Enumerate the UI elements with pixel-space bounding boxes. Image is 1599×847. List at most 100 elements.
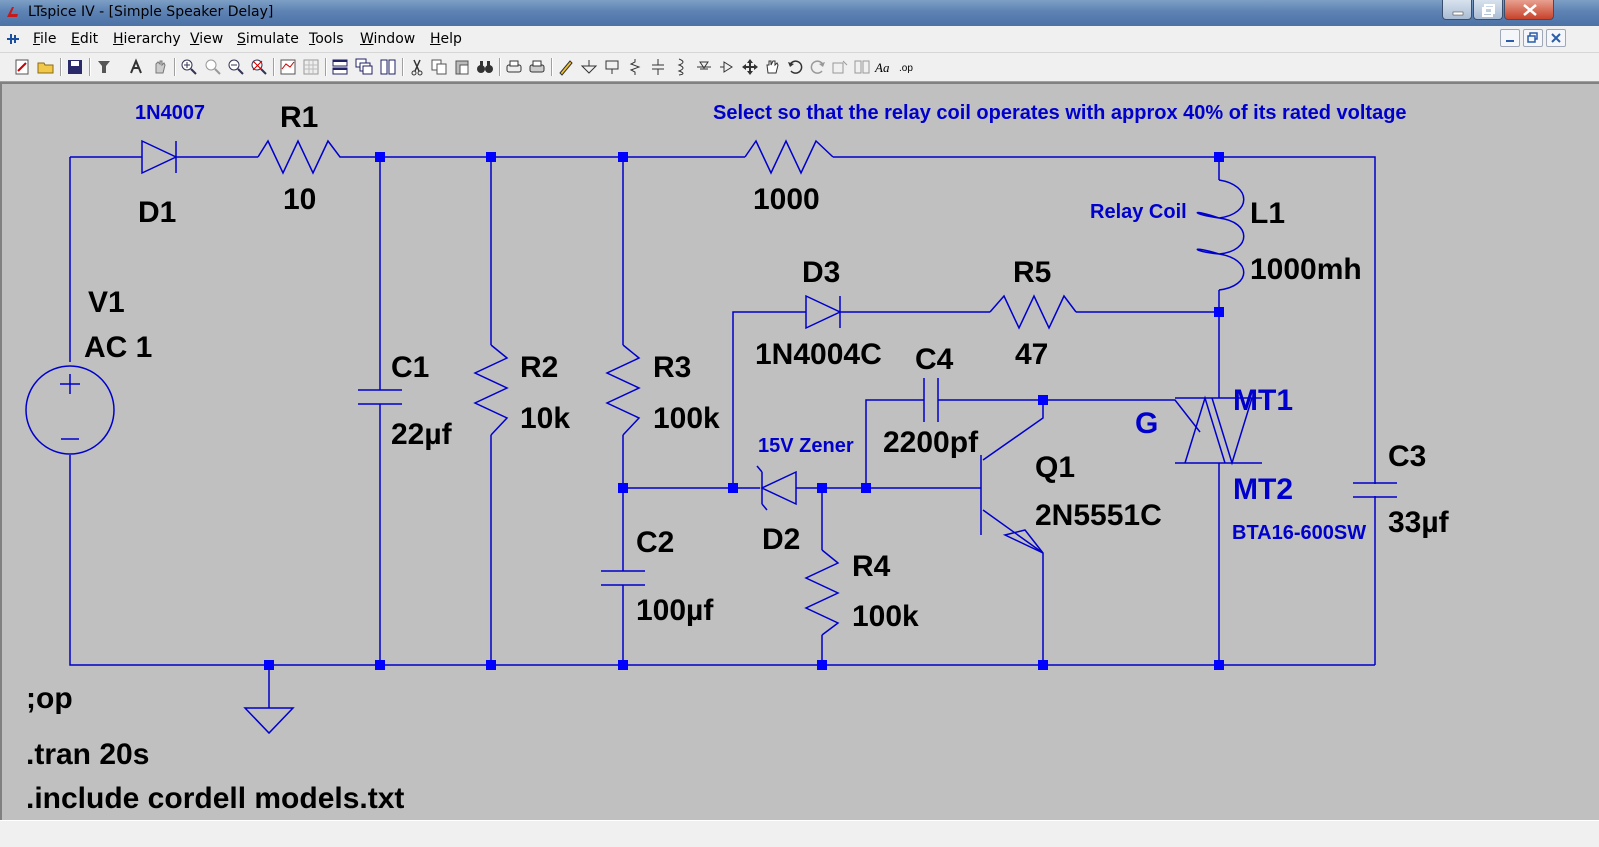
window-title: LTspice IV - [Simple Speaker Delay] <box>28 4 274 20</box>
menu-help[interactable]: Help <box>430 31 462 47</box>
cascade-icon[interactable] <box>354 57 374 77</box>
draw-wire-icon[interactable] <box>556 57 576 77</box>
capacitor-icon[interactable] <box>648 57 668 77</box>
triac-mt1-label: MT1 <box>1233 384 1293 417</box>
r1-value-label: 10 <box>283 183 316 216</box>
c1-ref-label: C1 <box>391 351 429 384</box>
control-panel-icon[interactable] <box>94 57 114 77</box>
save-icon[interactable] <box>65 57 85 77</box>
print-icon[interactable] <box>527 57 547 77</box>
minimize-icon <box>1506 40 1514 42</box>
capacitor-c2[interactable] <box>601 570 645 586</box>
l1-value-label: 1000mh <box>1250 253 1362 286</box>
pan-icon[interactable] <box>203 57 223 77</box>
minimize-button[interactable] <box>1442 0 1472 20</box>
diode-d1[interactable] <box>141 139 178 175</box>
autorange-icon[interactable] <box>278 57 298 77</box>
diode-d3[interactable] <box>805 294 842 330</box>
mdi-minimize-button[interactable] <box>1500 29 1520 47</box>
mdi-restore-button[interactable] <box>1523 29 1543 47</box>
resistor-icon[interactable] <box>625 57 645 77</box>
mdi-close-button[interactable] <box>1546 29 1566 47</box>
menu-simulate[interactable]: Simulate <box>237 31 299 47</box>
move-icon[interactable] <box>740 57 760 77</box>
r3-value-label: 100k <box>653 402 720 435</box>
rotate-icon[interactable] <box>830 57 850 77</box>
component-icon[interactable] <box>717 57 737 77</box>
capacitor-c4[interactable] <box>923 378 939 422</box>
status-bar <box>0 820 1599 847</box>
v1-value-label: AC 1 <box>84 331 152 364</box>
triac-gate-label: G <box>1135 407 1158 440</box>
resistor-r4[interactable] <box>804 549 840 636</box>
copy-icon[interactable] <box>429 57 449 77</box>
close-button[interactable] <box>1504 0 1554 20</box>
d1-model-label: 1N4007 <box>135 102 205 124</box>
r5-value-label: 47 <box>1015 338 1048 371</box>
schematic-drawing[interactable]: 1N4007 D1 R1 10 1000 Select so that the … <box>2 84 1599 820</box>
triac-model-label: BTA16-600SW <box>1232 522 1366 544</box>
directive-op[interactable]: ;op <box>26 682 73 715</box>
resistor-r5[interactable] <box>989 294 1077 330</box>
c4-ref-label: C4 <box>915 343 954 376</box>
ground-symbol[interactable] <box>243 707 295 735</box>
diode-icon[interactable] <box>694 57 714 77</box>
menu-tools[interactable]: Tools <box>309 31 344 47</box>
zener-diode-d2[interactable] <box>756 465 797 511</box>
new-schematic-icon[interactable] <box>12 57 32 77</box>
tile-vertical-icon[interactable] <box>378 57 398 77</box>
maximize-button[interactable] <box>1473 0 1503 20</box>
r4-ref-label: R4 <box>852 550 891 583</box>
junctions <box>264 152 1224 670</box>
schematic-doc-icon[interactable] <box>4 30 22 48</box>
restore-icon <box>1482 4 1495 17</box>
tile-horizontal-icon[interactable] <box>330 57 350 77</box>
open-icon[interactable] <box>36 57 56 77</box>
zoom-in-icon[interactable] <box>179 57 199 77</box>
directive-tran[interactable]: .tran 20s <box>26 738 149 771</box>
halt-icon[interactable] <box>150 57 170 77</box>
mirror-icon[interactable] <box>852 57 872 77</box>
spice-directive-icon[interactable]: .op <box>897 57 917 77</box>
find-icon[interactable] <box>475 57 495 77</box>
directive-include[interactable]: .include cordell models.txt <box>26 782 404 815</box>
label-net-icon[interactable] <box>602 57 622 77</box>
wires <box>69 156 1376 708</box>
schematic-canvas[interactable]: 1N4007 D1 R1 10 1000 Select so that the … <box>0 82 1599 820</box>
resistor-r3[interactable] <box>605 344 641 436</box>
r2-ref-label: R2 <box>520 351 558 384</box>
voltage-source-v1[interactable] <box>25 365 115 455</box>
inductor-l1[interactable] <box>1196 179 1245 291</box>
menu-view[interactable]: View <box>190 31 224 47</box>
triac-bta16[interactable] <box>1175 395 1262 466</box>
drag-icon[interactable] <box>762 57 782 77</box>
menu-hierarchy[interactable]: Hierarchy <box>113 31 181 47</box>
transistor-q1[interactable] <box>980 455 1044 554</box>
undo-icon[interactable] <box>785 57 805 77</box>
capacitor-c1[interactable] <box>358 389 402 405</box>
capacitor-c3[interactable] <box>1353 482 1397 498</box>
zoom-out-icon[interactable] <box>226 57 246 77</box>
resistor-r2[interactable] <box>473 344 509 436</box>
grid-icon[interactable] <box>301 57 321 77</box>
ground-icon[interactable] <box>579 57 599 77</box>
cut-icon[interactable] <box>407 57 427 77</box>
menu-edit[interactable]: Edit <box>71 31 99 47</box>
r1-ref-label: R1 <box>280 101 318 134</box>
text-icon[interactable]: Aa <box>874 57 894 77</box>
run-icon[interactable] <box>126 57 146 77</box>
print-setup-icon[interactable] <box>504 57 524 77</box>
paste-icon[interactable] <box>452 57 472 77</box>
inductor-icon[interactable] <box>671 57 691 77</box>
menu-file[interactable]: File <box>33 31 57 47</box>
redo-icon[interactable] <box>808 57 828 77</box>
resistor-r1[interactable] <box>257 139 346 175</box>
menu-window[interactable]: Window <box>360 31 416 47</box>
c3-ref-label: C3 <box>1388 440 1426 473</box>
resistor-1000[interactable] <box>744 139 834 175</box>
zoom-fit-icon[interactable] <box>249 57 269 77</box>
restore-icon <box>1527 32 1538 43</box>
r4-value-label: 100k <box>852 600 919 633</box>
r5-ref-label: R5 <box>1013 256 1051 289</box>
r3-ref-label: R3 <box>653 351 691 384</box>
